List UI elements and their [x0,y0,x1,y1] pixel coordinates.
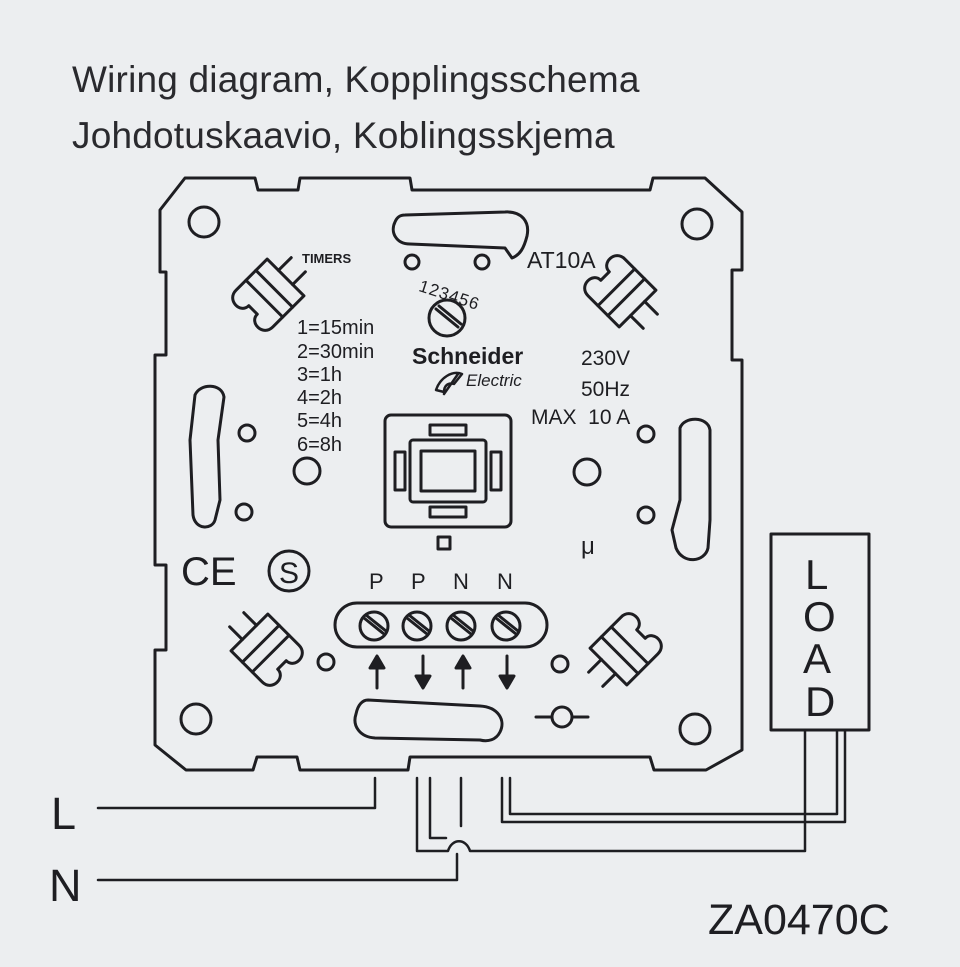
timer-setting-1: 1=15min [297,317,374,339]
ce-mark: CE [181,550,237,594]
frequency-rating: 50Hz [581,378,630,401]
top-mounting-slot [391,210,530,260]
wire-bridge [415,728,807,853]
arrow-down-icon [414,654,432,690]
terminal-label-2: P [411,569,426,594]
terminal-screw-1 [358,610,390,642]
timer-setting-2: 2=30min [297,341,374,363]
load-letter-1: L [805,551,828,598]
neutral-label: N [49,860,82,911]
small-hole [234,502,254,522]
voltage-rating: 230V [581,347,630,370]
device-outline [153,176,744,772]
schneider-logo-icon [434,371,464,396]
wire-live [96,776,377,810]
brand-name: Schneider [412,343,523,369]
small-hole [237,423,257,443]
timer-setting-3: 3=1h [297,364,342,386]
central-push-button [383,413,513,529]
timers-label: TIMERS [302,251,351,266]
small-hole [636,505,656,525]
small-hole [292,456,322,486]
diagram-title: Wiring diagram, Kopplingsschema Johdotus… [72,52,640,164]
arrow-up-icon [368,654,386,690]
timer-setting-6: 6=8h [297,434,342,456]
terminal-label-4: N [497,569,513,594]
wires [96,728,847,882]
wire-bridge-inner [428,776,463,840]
fixing-claw-bottom-right [587,612,663,688]
fixing-claw-bottom-left [228,611,304,687]
screw-hole-top-right [680,207,714,241]
small-hole [550,654,570,674]
load-letter-2: O [803,593,836,640]
timer-setting-5: 5=4h [297,410,342,432]
small-hole [403,253,421,271]
load-label: L O A D [803,551,836,725]
arrow-up-icon [454,654,472,690]
diagram-code: ZA0470C [708,896,890,944]
fuse-rating: AT10A [527,247,596,273]
left-mounting-slot [188,384,226,529]
small-hole [473,253,491,271]
wire-load [500,728,847,824]
small-hole [572,457,602,487]
s-mark: S [279,557,299,590]
small-hole [316,652,336,672]
live-label: L [51,788,76,839]
brand-subname: Electric [466,371,522,390]
screw-hole-bottom-right [678,712,712,746]
timer-setting-4: 4=2h [297,387,342,409]
screw-hole-bottom-left [179,702,213,736]
terminal-screw-3 [445,610,477,642]
screw-hole-top-left [187,205,221,239]
small-hole [636,424,656,444]
max-current-rating: MAX 10 A [531,406,630,429]
mu-symbol: μ [581,533,595,560]
load-letter-4: D [805,678,835,725]
terminal-strip [333,601,549,649]
s-mark-circle [267,549,311,593]
load-box [769,532,871,732]
title-line-1: Wiring diagram, Kopplingsschema [72,59,640,100]
wire-neutral [96,852,459,882]
right-mounting-slot [670,417,712,562]
timer-dial-numbers: 123456 [417,277,483,314]
keyhole [550,705,574,729]
terminal-label-1: P [369,569,384,594]
fixing-claw-top-left [231,256,307,332]
title-line-2: Johdotuskaavio, Koblingsskjema [72,115,615,156]
terminal-label-3: N [453,569,469,594]
fixing-claw-top-right [583,254,659,330]
load-letter-3: A [803,635,831,682]
terminal-screw-4 [490,610,522,642]
timer-dial-knob [427,298,467,338]
terminal-screw-2 [401,610,433,642]
arrow-down-icon [498,654,516,690]
bottom-mounting-slot [353,698,504,743]
